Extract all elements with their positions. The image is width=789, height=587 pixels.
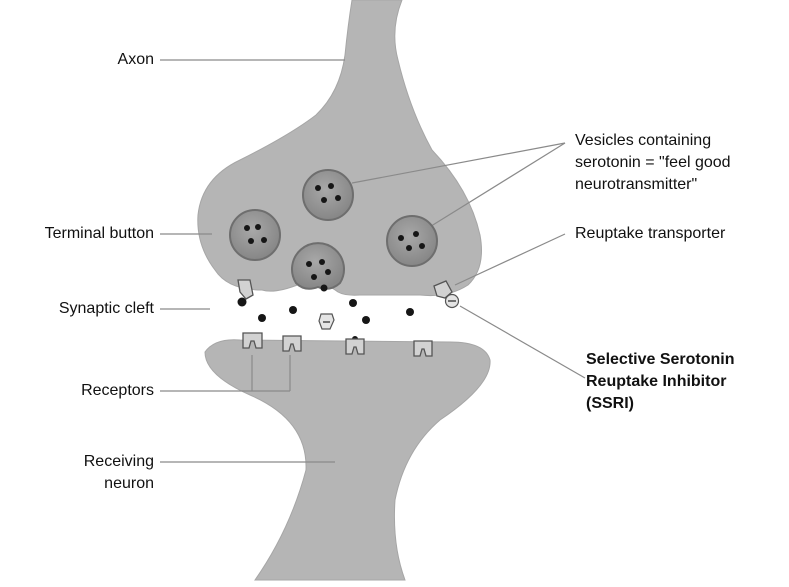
serotonin-dot bbox=[248, 238, 254, 244]
serotonin-dot bbox=[319, 259, 325, 265]
ssri-label-line-2: Reuptake Inhibitor bbox=[586, 371, 735, 393]
ssri-molecules bbox=[319, 295, 459, 330]
serotonin-dot bbox=[406, 308, 414, 316]
serotonin-dot bbox=[406, 245, 412, 251]
serotonin-dot bbox=[335, 195, 341, 201]
receptors-label: Receptors bbox=[0, 380, 154, 402]
vesicle-1 bbox=[303, 170, 353, 220]
serotonin-dot bbox=[362, 316, 370, 324]
serotonin-dot bbox=[321, 197, 327, 203]
synaptic-cleft-label: Synaptic cleft bbox=[0, 298, 154, 320]
serotonin-dot bbox=[289, 306, 297, 314]
vesicle-2 bbox=[230, 210, 280, 260]
vesicles-label-line-3: neurotransmitter" bbox=[575, 174, 731, 196]
serotonin-dot bbox=[413, 231, 419, 237]
terminal-button-label: Terminal button bbox=[0, 223, 154, 245]
axon-label: Axon bbox=[60, 49, 154, 71]
ssri-molecule-2 bbox=[319, 314, 334, 329]
vesicles-label-line-1: Vesicles containing bbox=[575, 130, 731, 152]
ssri-label: Selective Serotonin Reuptake Inhibitor (… bbox=[586, 349, 735, 415]
ssri-label-line-1: Selective Serotonin bbox=[586, 349, 735, 371]
transporter-left bbox=[238, 280, 253, 299]
serotonin-dot bbox=[306, 261, 312, 267]
serotonin-dot bbox=[255, 224, 261, 230]
receiving-neuron-label-line-2: neuron bbox=[0, 473, 154, 495]
serotonin-dot bbox=[261, 237, 267, 243]
serotonin-dot bbox=[238, 298, 247, 307]
serotonin-dot bbox=[328, 183, 334, 189]
serotonin-dot bbox=[325, 269, 331, 275]
serotonin-dot bbox=[244, 225, 250, 231]
vesicle-3 bbox=[387, 216, 437, 266]
receiving-neuron-label: Receiving neuron bbox=[0, 451, 154, 495]
receiving-neuron-shape bbox=[205, 340, 490, 580]
serotonin-dot bbox=[419, 243, 425, 249]
vesicles-label: Vesicles containing serotonin = "feel go… bbox=[575, 130, 731, 196]
serotonin-dot bbox=[258, 314, 266, 322]
vesicles-label-line-2: serotonin = "feel good bbox=[575, 152, 731, 174]
ssri-molecule-1 bbox=[446, 295, 459, 308]
receiving-neuron-label-line-1: Receiving bbox=[0, 451, 154, 473]
serotonin-dot bbox=[349, 299, 357, 307]
ssri-label-line-3: (SSRI) bbox=[586, 393, 735, 415]
reuptake-transporter-label: Reuptake transporter bbox=[575, 223, 725, 245]
vesicle-4 bbox=[292, 243, 344, 289]
serotonin-dot bbox=[398, 235, 404, 241]
serotonin-dot bbox=[321, 285, 328, 292]
serotonin-dot bbox=[311, 274, 317, 280]
serotonin-dot bbox=[315, 185, 321, 191]
